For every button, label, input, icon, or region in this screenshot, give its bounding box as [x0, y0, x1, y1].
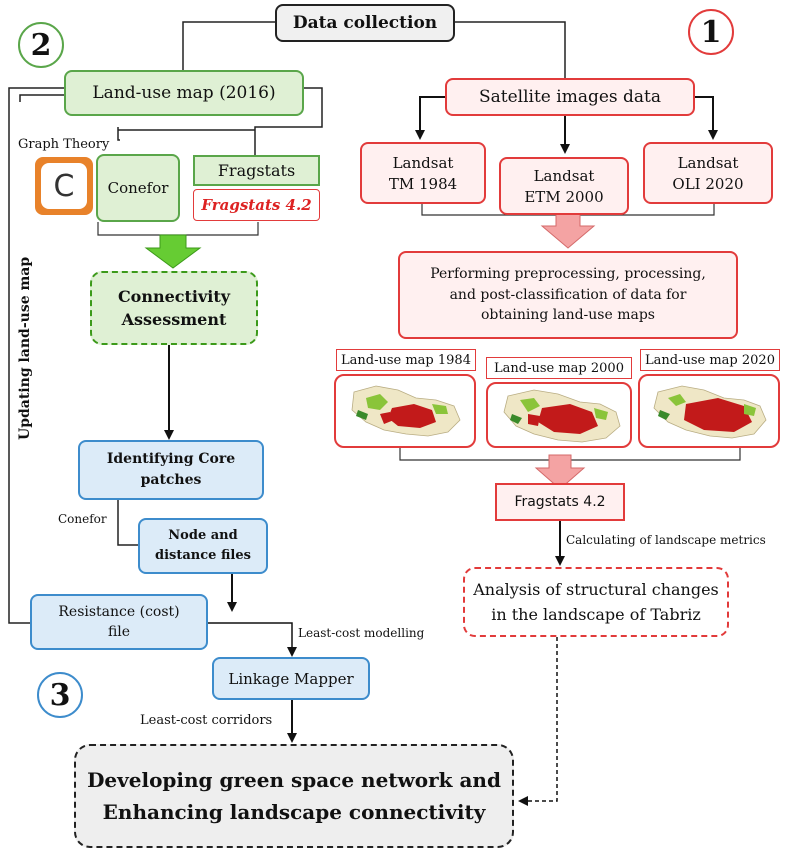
connector-header-right [455, 21, 566, 78]
pink-arrow-preprocess [540, 212, 596, 249]
landsat-oli-box: Landsat OLI 2020 [643, 142, 773, 204]
pre-line1: Performing preprocessing, processing, [430, 265, 706, 282]
oli-line1: Landsat [677, 153, 739, 172]
connector-conefor [117, 127, 120, 141]
oli-line2: OLI 2020 [672, 174, 744, 193]
conefor-small-label: Conefor [58, 512, 107, 526]
data-collection-label: Data collection [292, 12, 438, 33]
identifying-core-box: Identifying Core patches [78, 440, 264, 500]
map-2020-graphic [653, 385, 767, 439]
map-1984-thumbnail [334, 374, 476, 448]
tm-line1: Landsat [392, 153, 454, 172]
final-outcome-box: Developing green space network and Enhan… [74, 744, 514, 848]
connector-landuse-graph [19, 94, 64, 102]
conefor-logo-letter: C [53, 168, 75, 204]
fragstats-logo-box: Fragstats 4.2 [193, 189, 320, 221]
conefor-box: Conefor [96, 154, 180, 222]
conefor-label: Conefor [107, 179, 169, 197]
pre-line2: and post-classification of data for [449, 286, 687, 303]
connector-sat-oli [695, 96, 718, 140]
map-2020-thumbnail [638, 374, 780, 448]
map-1984-title: Land-use map 1984 [336, 349, 476, 371]
landsat-etm-box: Landsat ETM 2000 [499, 157, 629, 215]
final-line1: Developing green space network and [87, 768, 501, 792]
connector-landuse-right [254, 87, 323, 155]
landuse-map-2016-box: Land-use map (2016) [64, 70, 304, 116]
core-line1: Identifying Core [106, 451, 236, 468]
connector-core-node [117, 500, 138, 546]
etm-line2: ETM 2000 [524, 187, 604, 206]
fragstats-right-box: Fragstats 4.2 [495, 483, 625, 521]
tm-line2: TM 1984 [388, 174, 458, 193]
least-cost-corridors-label: Least-cost corridors [140, 713, 273, 728]
core-line2: patches [140, 472, 202, 488]
node-line1: Node and [168, 528, 238, 544]
map-2000-graphic [503, 389, 621, 443]
analysis-structural-box: Analysis of structural changes in the la… [463, 567, 729, 637]
connector-tools-join [97, 222, 259, 236]
badge-two-label: 2 [30, 27, 52, 63]
connectivity-assessment-box: Connectivity Assessment [90, 271, 258, 345]
graph-theory-label: Graph Theory [18, 137, 110, 152]
calculating-metrics-label: Calculating of landscape metrics [566, 533, 766, 547]
preprocessing-box: Performing preprocessing, processing, an… [398, 251, 738, 339]
linkage-mapper-box: Linkage Mapper [212, 657, 370, 700]
badge-three-label: 3 [49, 677, 71, 713]
resistance-line2: file [107, 623, 131, 640]
fragstats-label: Fragstats [217, 160, 296, 180]
connector-resistance-linkage [208, 622, 297, 657]
map-2020-label: Land-use map 2020 [645, 352, 775, 368]
badge-two: 2 [18, 22, 64, 68]
badge-three: 3 [37, 672, 83, 718]
badge-one: 1 [688, 9, 734, 55]
map-1984-graphic [351, 385, 461, 437]
resistance-cost-box: Resistance (cost) file [30, 594, 208, 650]
map-2000-title: Land-use map 2000 [486, 357, 632, 379]
green-arrow [144, 234, 202, 269]
resistance-line1: Resistance (cost) [58, 603, 180, 620]
connectivity-line1: Connectivity [117, 286, 231, 306]
connector-analysis-final [518, 637, 558, 806]
map-1984-label: Land-use map 1984 [341, 352, 471, 368]
data-collection-box: Data collection [275, 4, 455, 42]
etm-line1: Landsat [533, 166, 595, 185]
linkage-mapper-label: Linkage Mapper [228, 669, 354, 688]
updating-landuse-label: Updating land-use map [17, 256, 33, 440]
connector-sat-tm [415, 96, 445, 140]
map-2000-label: Land-use map 2000 [494, 360, 624, 376]
connector-updating-loop [8, 87, 64, 624]
landuse-map-2016-label: Land-use map (2016) [92, 82, 276, 103]
final-line2: Enhancing landscape connectivity [102, 800, 486, 824]
fragstats-box: Fragstats [193, 155, 320, 186]
satellite-label: Satellite images data [478, 86, 662, 107]
pink-arrow-fragstats [534, 454, 586, 490]
pre-line3: obtaining land-use maps [480, 307, 655, 324]
map-2000-thumbnail [486, 382, 632, 448]
least-cost-modelling-label: Least-cost modelling [298, 626, 425, 640]
conefor-logo: C [35, 157, 93, 215]
node-distance-box: Node and distance files [138, 518, 268, 574]
connectivity-line2: Assessment [121, 310, 227, 329]
fragstats-logo-text: Fragstats 4.2 [201, 196, 312, 214]
map-2020-title: Land-use map 2020 [640, 349, 780, 371]
analysis-line2: in the landscape of Tabriz [491, 605, 701, 624]
fragstats-right-label: Fragstats 4.2 [514, 493, 606, 510]
connector-header-left [182, 21, 275, 70]
node-line2: distance files [155, 548, 251, 563]
landsat-tm-box: Landsat TM 1984 [360, 142, 486, 204]
analysis-line1: Analysis of structural changes [473, 579, 719, 599]
satellite-images-box: Satellite images data [445, 78, 695, 116]
badge-one-label: 1 [700, 14, 722, 50]
